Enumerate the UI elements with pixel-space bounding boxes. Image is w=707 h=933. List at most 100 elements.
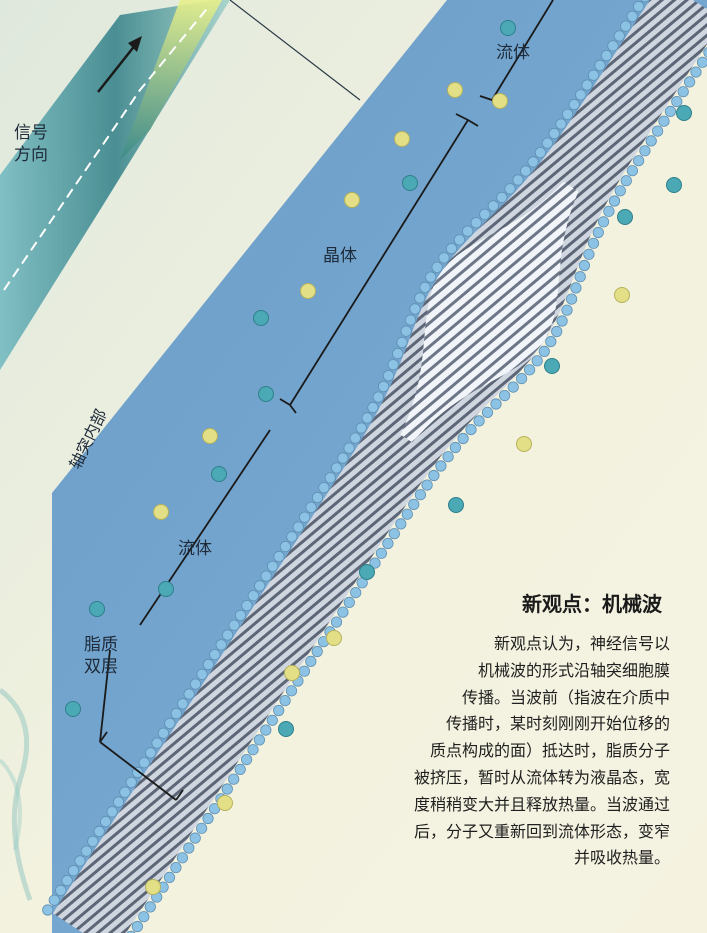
panel-line: 质点构成的面）抵达时，脂质分子	[429, 741, 670, 761]
lipid-head	[594, 59, 606, 72]
lipid-head	[266, 560, 279, 572]
teal-particle	[666, 177, 682, 193]
lipid-head	[392, 347, 404, 360]
yellow-particle	[284, 665, 300, 681]
lipid-head	[507, 381, 519, 393]
lipid-head	[414, 292, 426, 304]
lipid-head	[551, 325, 563, 338]
lipid-head	[305, 501, 317, 513]
lipid-head	[671, 96, 683, 108]
lipid-head	[254, 580, 266, 592]
lipid-head	[372, 391, 384, 403]
lipid-head	[534, 147, 547, 159]
lipid-head	[541, 137, 554, 149]
yellow-particle	[153, 504, 169, 520]
teal-particle	[359, 564, 375, 580]
teal-particle	[448, 497, 464, 513]
yellow-particle	[394, 131, 410, 147]
lipid-head	[570, 282, 582, 294]
lipid-head	[645, 135, 657, 147]
lipid-head	[48, 894, 60, 906]
teal-particle	[617, 209, 633, 225]
lipid-head	[67, 865, 80, 877]
crystal-label: 晶体	[323, 246, 357, 266]
lipid-head	[626, 10, 638, 22]
lipid-head	[337, 452, 349, 464]
lipid-bilayer-label: 脂质 双层	[84, 635, 118, 677]
panel-line: 度稍稍变大并且释放热量。当波通过	[413, 794, 670, 814]
lipid-head	[286, 531, 298, 543]
lipid-head	[361, 412, 373, 424]
lipid-head	[61, 874, 73, 887]
lipid-head	[74, 855, 86, 867]
lipid-head	[221, 783, 233, 795]
lipid-head	[592, 226, 604, 239]
lipid-head	[414, 489, 426, 501]
lipid-head	[183, 688, 195, 700]
signal-direction-label: 信号 方向	[14, 123, 48, 165]
lipid-head	[442, 451, 454, 463]
lipid-head	[305, 655, 317, 668]
lipid-head	[55, 884, 67, 897]
lipid-head	[369, 557, 381, 569]
lipid-head	[330, 616, 343, 628]
lipid-head	[496, 191, 508, 203]
lipid-head	[690, 66, 702, 78]
lipid-head	[279, 540, 291, 553]
lipid-head	[234, 609, 247, 622]
lipid-head	[189, 832, 201, 844]
lipid-head	[421, 479, 433, 491]
lipid-head	[457, 432, 469, 445]
lipid-head	[234, 763, 246, 776]
lipid-head	[409, 303, 421, 315]
lipid-head	[453, 234, 465, 246]
lipid-head	[80, 845, 93, 857]
lipid-head	[578, 259, 591, 272]
lipid-head	[112, 796, 125, 808]
teal-particle	[253, 310, 269, 326]
teal-particle	[278, 721, 294, 737]
lipid-head	[177, 698, 189, 710]
panel-line: 新观点认为，神经信号以	[493, 634, 670, 653]
lipid-head	[318, 482, 330, 494]
yellow-particle	[326, 630, 342, 646]
axon-illustration	[0, 0, 230, 370]
lipid-head	[241, 753, 253, 766]
lipid-head	[548, 128, 560, 140]
lipid-head	[202, 658, 214, 671]
lipid-head	[196, 668, 208, 680]
lipid-head	[131, 920, 143, 933]
lipid-head	[247, 590, 259, 602]
particles	[65, 20, 692, 895]
teal-particle	[258, 386, 274, 402]
lipid-head	[388, 528, 400, 540]
lipid-head	[620, 175, 632, 187]
lipid-head	[163, 871, 176, 884]
lipid-head	[512, 174, 524, 186]
yellow-particle	[202, 428, 218, 444]
lipid-head	[228, 773, 240, 785]
lipid-head	[640, 0, 650, 3]
teal-particle	[402, 175, 418, 191]
lipid-head	[119, 786, 131, 798]
panel-line: 被挤压，暂时从流体转为液晶态，宽	[413, 767, 670, 787]
lipid-head	[311, 645, 323, 658]
lipid-head	[555, 118, 567, 130]
lipid-head	[498, 389, 511, 402]
lipid-head	[696, 56, 707, 68]
lipid-head	[479, 208, 491, 220]
lipid-head	[620, 20, 632, 32]
yellow-particle	[145, 879, 161, 895]
yellow-particle	[344, 192, 360, 208]
lipid-heads-upper	[42, 0, 650, 916]
lipid-head	[428, 469, 440, 482]
lipid-head	[382, 370, 395, 382]
lipid-head	[408, 498, 420, 510]
lipid-head	[401, 508, 413, 520]
lipid-head	[292, 521, 304, 533]
lipid-head	[431, 261, 443, 273]
lipid-head	[170, 707, 182, 720]
lipid-head	[260, 570, 272, 582]
teal-particle	[544, 358, 560, 374]
lipid-head	[241, 599, 253, 612]
